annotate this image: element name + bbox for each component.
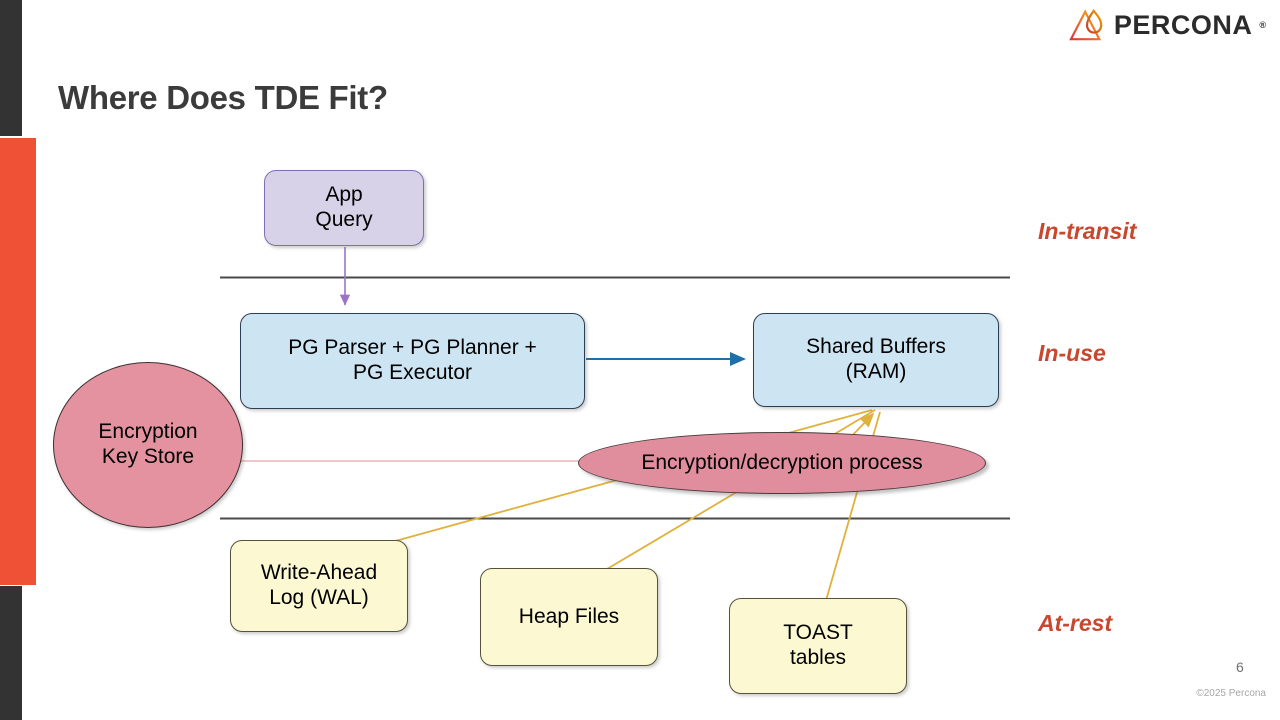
node-shared-buffers[interactable]: Shared Buffers (RAM) <box>753 313 999 407</box>
dark-bar-bottom <box>0 586 22 720</box>
node-encryption-key-store[interactable]: Encryption Key Store <box>53 362 243 528</box>
zone-label-in-transit: In-transit <box>1038 218 1137 244</box>
node-app-query[interactable]: App Query <box>264 170 424 246</box>
percona-logo: PERCONA ® <box>1069 8 1266 42</box>
node-app-query-line1: App <box>325 183 363 207</box>
percona-wordmark: PERCONA <box>1113 9 1253 40</box>
node-encryption-decryption-process[interactable]: Encryption/decryption process <box>578 432 986 494</box>
node-write-ahead-log-line2: Log (WAL) <box>269 586 369 609</box>
node-shared-buffers-line1: Shared Buffers <box>806 335 946 359</box>
node-encryption-key-store-line2: Key Store <box>101 445 195 468</box>
percona-triangle-logo-icon <box>1069 9 1103 41</box>
copyright-notice: ©2025 Percona <box>1196 688 1266 699</box>
node-shared-buffers-line2: (RAM) <box>845 360 907 383</box>
node-pg-engine-line2: PG Executor <box>352 361 473 384</box>
node-write-ahead-log-line1: Write-Ahead <box>260 561 378 585</box>
node-toast-tables-line1: TOAST <box>783 621 853 645</box>
node-encryption-decryption-process-label: Encryption/decryption process <box>641 450 923 474</box>
registered-mark: ® <box>1259 20 1266 30</box>
node-encryption-key-store-line1: Encryption <box>98 420 198 444</box>
page-title: Where Does TDE Fit? <box>58 79 388 116</box>
zone-label-in-use: In-use <box>1038 340 1106 366</box>
node-pg-engine-line1: PG Parser + PG Planner + <box>288 336 537 360</box>
node-app-query-line2: Query <box>315 208 373 231</box>
orange-accent-bar <box>0 138 36 585</box>
node-pg-engine[interactable]: PG Parser + PG Planner + PG Executor <box>240 313 585 409</box>
node-toast-tables-line2: tables <box>789 646 847 669</box>
page-number: 6 <box>1236 659 1244 675</box>
node-heap-files-label: Heap Files <box>518 604 620 628</box>
node-heap-files[interactable]: Heap Files <box>480 568 658 666</box>
dark-bar-top <box>0 0 22 136</box>
node-write-ahead-log[interactable]: Write-Ahead Log (WAL) <box>230 540 408 632</box>
zone-label-at-rest: At-rest <box>1038 610 1113 636</box>
node-toast-tables[interactable]: TOAST tables <box>729 598 907 694</box>
